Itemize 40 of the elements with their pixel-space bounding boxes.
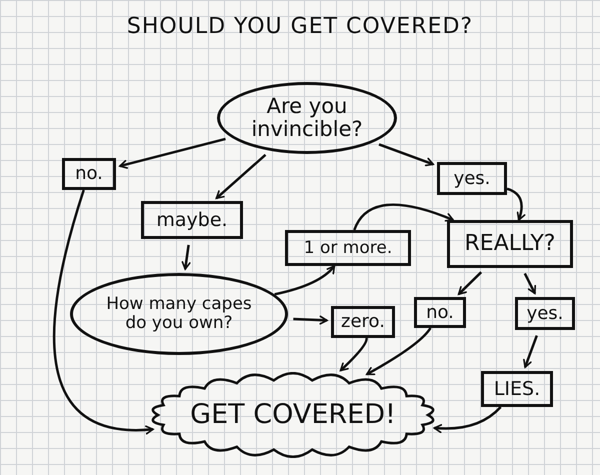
arrow <box>274 265 336 296</box>
arrow <box>433 406 502 433</box>
arrow <box>216 154 266 200</box>
arrow <box>119 138 226 169</box>
arrow <box>366 327 432 376</box>
node-text: no. <box>426 302 454 322</box>
node-text: yes. <box>526 304 564 324</box>
arrow <box>293 316 328 325</box>
arrow <box>523 335 538 368</box>
cloud-node <box>150 372 436 458</box>
arrow <box>52 190 154 434</box>
node-text: GET COVERED! <box>190 400 396 430</box>
node-text: no. <box>75 164 103 184</box>
node-text: maybe. <box>156 210 228 230</box>
title: SHOULD YOU GET COVERED? <box>126 14 474 39</box>
arrow <box>458 271 482 296</box>
arrow <box>353 203 454 230</box>
node-text: How many capes do you own? <box>105 295 253 333</box>
process-box <box>331 306 395 338</box>
process-box <box>62 158 116 190</box>
node-text: yes. <box>454 168 490 188</box>
process-box <box>414 297 466 328</box>
arrow <box>340 338 368 372</box>
arrow <box>506 188 526 221</box>
node-text: zero. <box>341 312 385 332</box>
node-text: Are you invincible? <box>250 94 364 142</box>
node-text: REALLY? <box>464 232 556 256</box>
arrow <box>182 244 191 270</box>
process-box <box>515 297 575 330</box>
process-box <box>285 230 411 266</box>
process-box <box>437 162 507 195</box>
process-box <box>447 220 573 268</box>
node-text: LIES. <box>494 378 540 400</box>
arrow <box>524 272 536 294</box>
process-box <box>481 371 553 407</box>
ellipse-node <box>70 273 288 355</box>
ellipse-node <box>217 82 397 154</box>
arrow <box>378 143 434 166</box>
process-box <box>141 201 243 239</box>
node-text: 1 or more. <box>304 238 392 258</box>
